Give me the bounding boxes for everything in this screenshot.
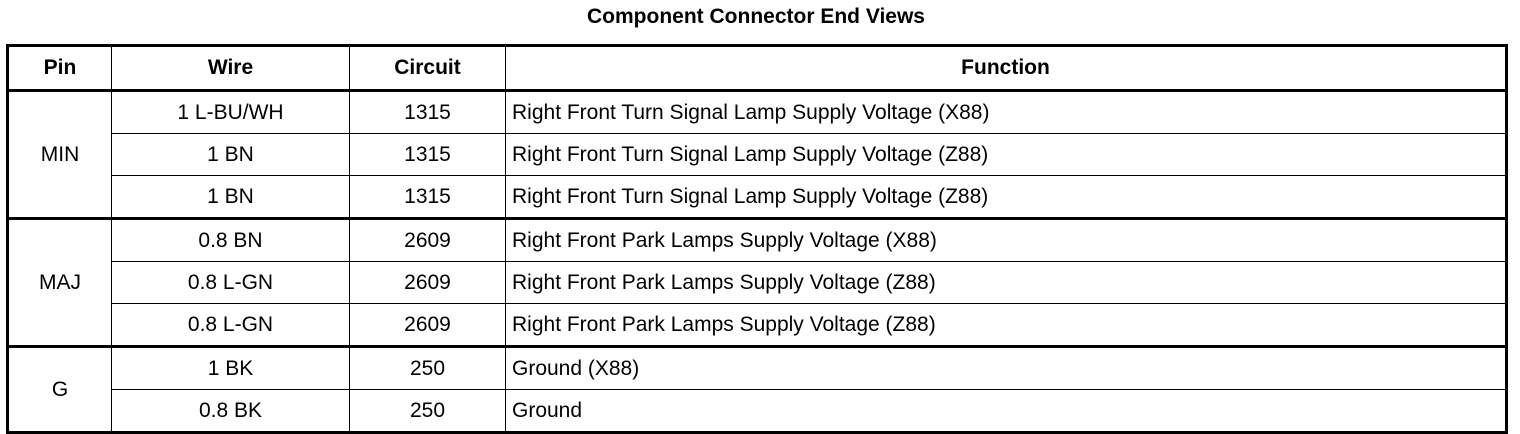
page-title: Component Connector End Views xyxy=(587,5,925,28)
header-function: Function xyxy=(505,45,1507,92)
circuit-cell: 2609 xyxy=(349,303,506,348)
wire-cell: 0.8 L-GN xyxy=(111,261,350,304)
function-cell: Right Front Turn Signal Lamp Supply Volt… xyxy=(505,133,1507,176)
function-cell: Ground xyxy=(505,389,1507,433)
circuit-cell: 2609 xyxy=(349,218,506,262)
function-cell: Right Front Turn Signal Lamp Supply Volt… xyxy=(505,175,1507,220)
wire-cell: 1 BN xyxy=(111,133,350,176)
table-row: 0.8 L-GN 2609 Right Front Park Lamps Sup… xyxy=(8,261,1507,304)
table-header-row: Pin Wire Circuit Function xyxy=(7,45,1507,92)
pin-cell: MAJ xyxy=(7,218,112,348)
header-pin: Pin xyxy=(7,45,112,92)
pin-cell: G xyxy=(7,346,112,434)
function-cell: Right Front Park Lamps Supply Voltage (Z… xyxy=(505,303,1507,348)
wire-cell: 0.8 BK xyxy=(111,389,350,433)
function-cell: Ground (X88) xyxy=(505,346,1507,390)
circuit-cell: 1315 xyxy=(349,175,506,220)
wire-cell: 1 L-BU/WH xyxy=(111,90,350,134)
circuit-cell: 1315 xyxy=(349,90,506,134)
wire-cell: 1 BN xyxy=(111,175,350,220)
table-row: 0.8 BK 250 Ground xyxy=(8,389,1507,433)
circuit-cell: 250 xyxy=(349,346,506,390)
function-cell: Right Front Park Lamps Supply Voltage (Z… xyxy=(505,261,1507,304)
circuit-cell: 2609 xyxy=(349,261,506,304)
header-circuit: Circuit xyxy=(349,45,506,92)
function-cell: Right Front Turn Signal Lamp Supply Volt… xyxy=(505,90,1507,134)
wire-cell: 1 BK xyxy=(111,346,350,390)
table-row: 1 BN 1315 Right Front Turn Signal Lamp S… xyxy=(8,175,1507,220)
header-wire: Wire xyxy=(111,45,350,92)
wire-cell: 0.8 L-GN xyxy=(111,303,350,348)
table-row: 0.8 L-GN 2609 Right Front Park Lamps Sup… xyxy=(8,303,1507,348)
function-cell: Right Front Park Lamps Supply Voltage (X… xyxy=(505,218,1507,262)
table-row: MAJ 0.8 BN 2609 Right Front Park Lamps S… xyxy=(7,218,1507,348)
table-row: 1 BN 1315 Right Front Turn Signal Lamp S… xyxy=(8,133,1507,176)
pin-cell: MIN xyxy=(7,90,112,220)
wire-cell: 0.8 BN xyxy=(111,218,350,262)
circuit-cell: 250 xyxy=(349,389,506,433)
table-row: MIN 1 L-BU/WH 1315 Right Front Turn Sign… xyxy=(7,90,1507,220)
table-row: G 1 BK 250 Ground (X88) xyxy=(7,346,1507,434)
circuit-cell: 1315 xyxy=(349,133,506,176)
connector-table: Pin Wire Circuit Function MIN 1 L-BU/WH … xyxy=(6,44,1508,434)
